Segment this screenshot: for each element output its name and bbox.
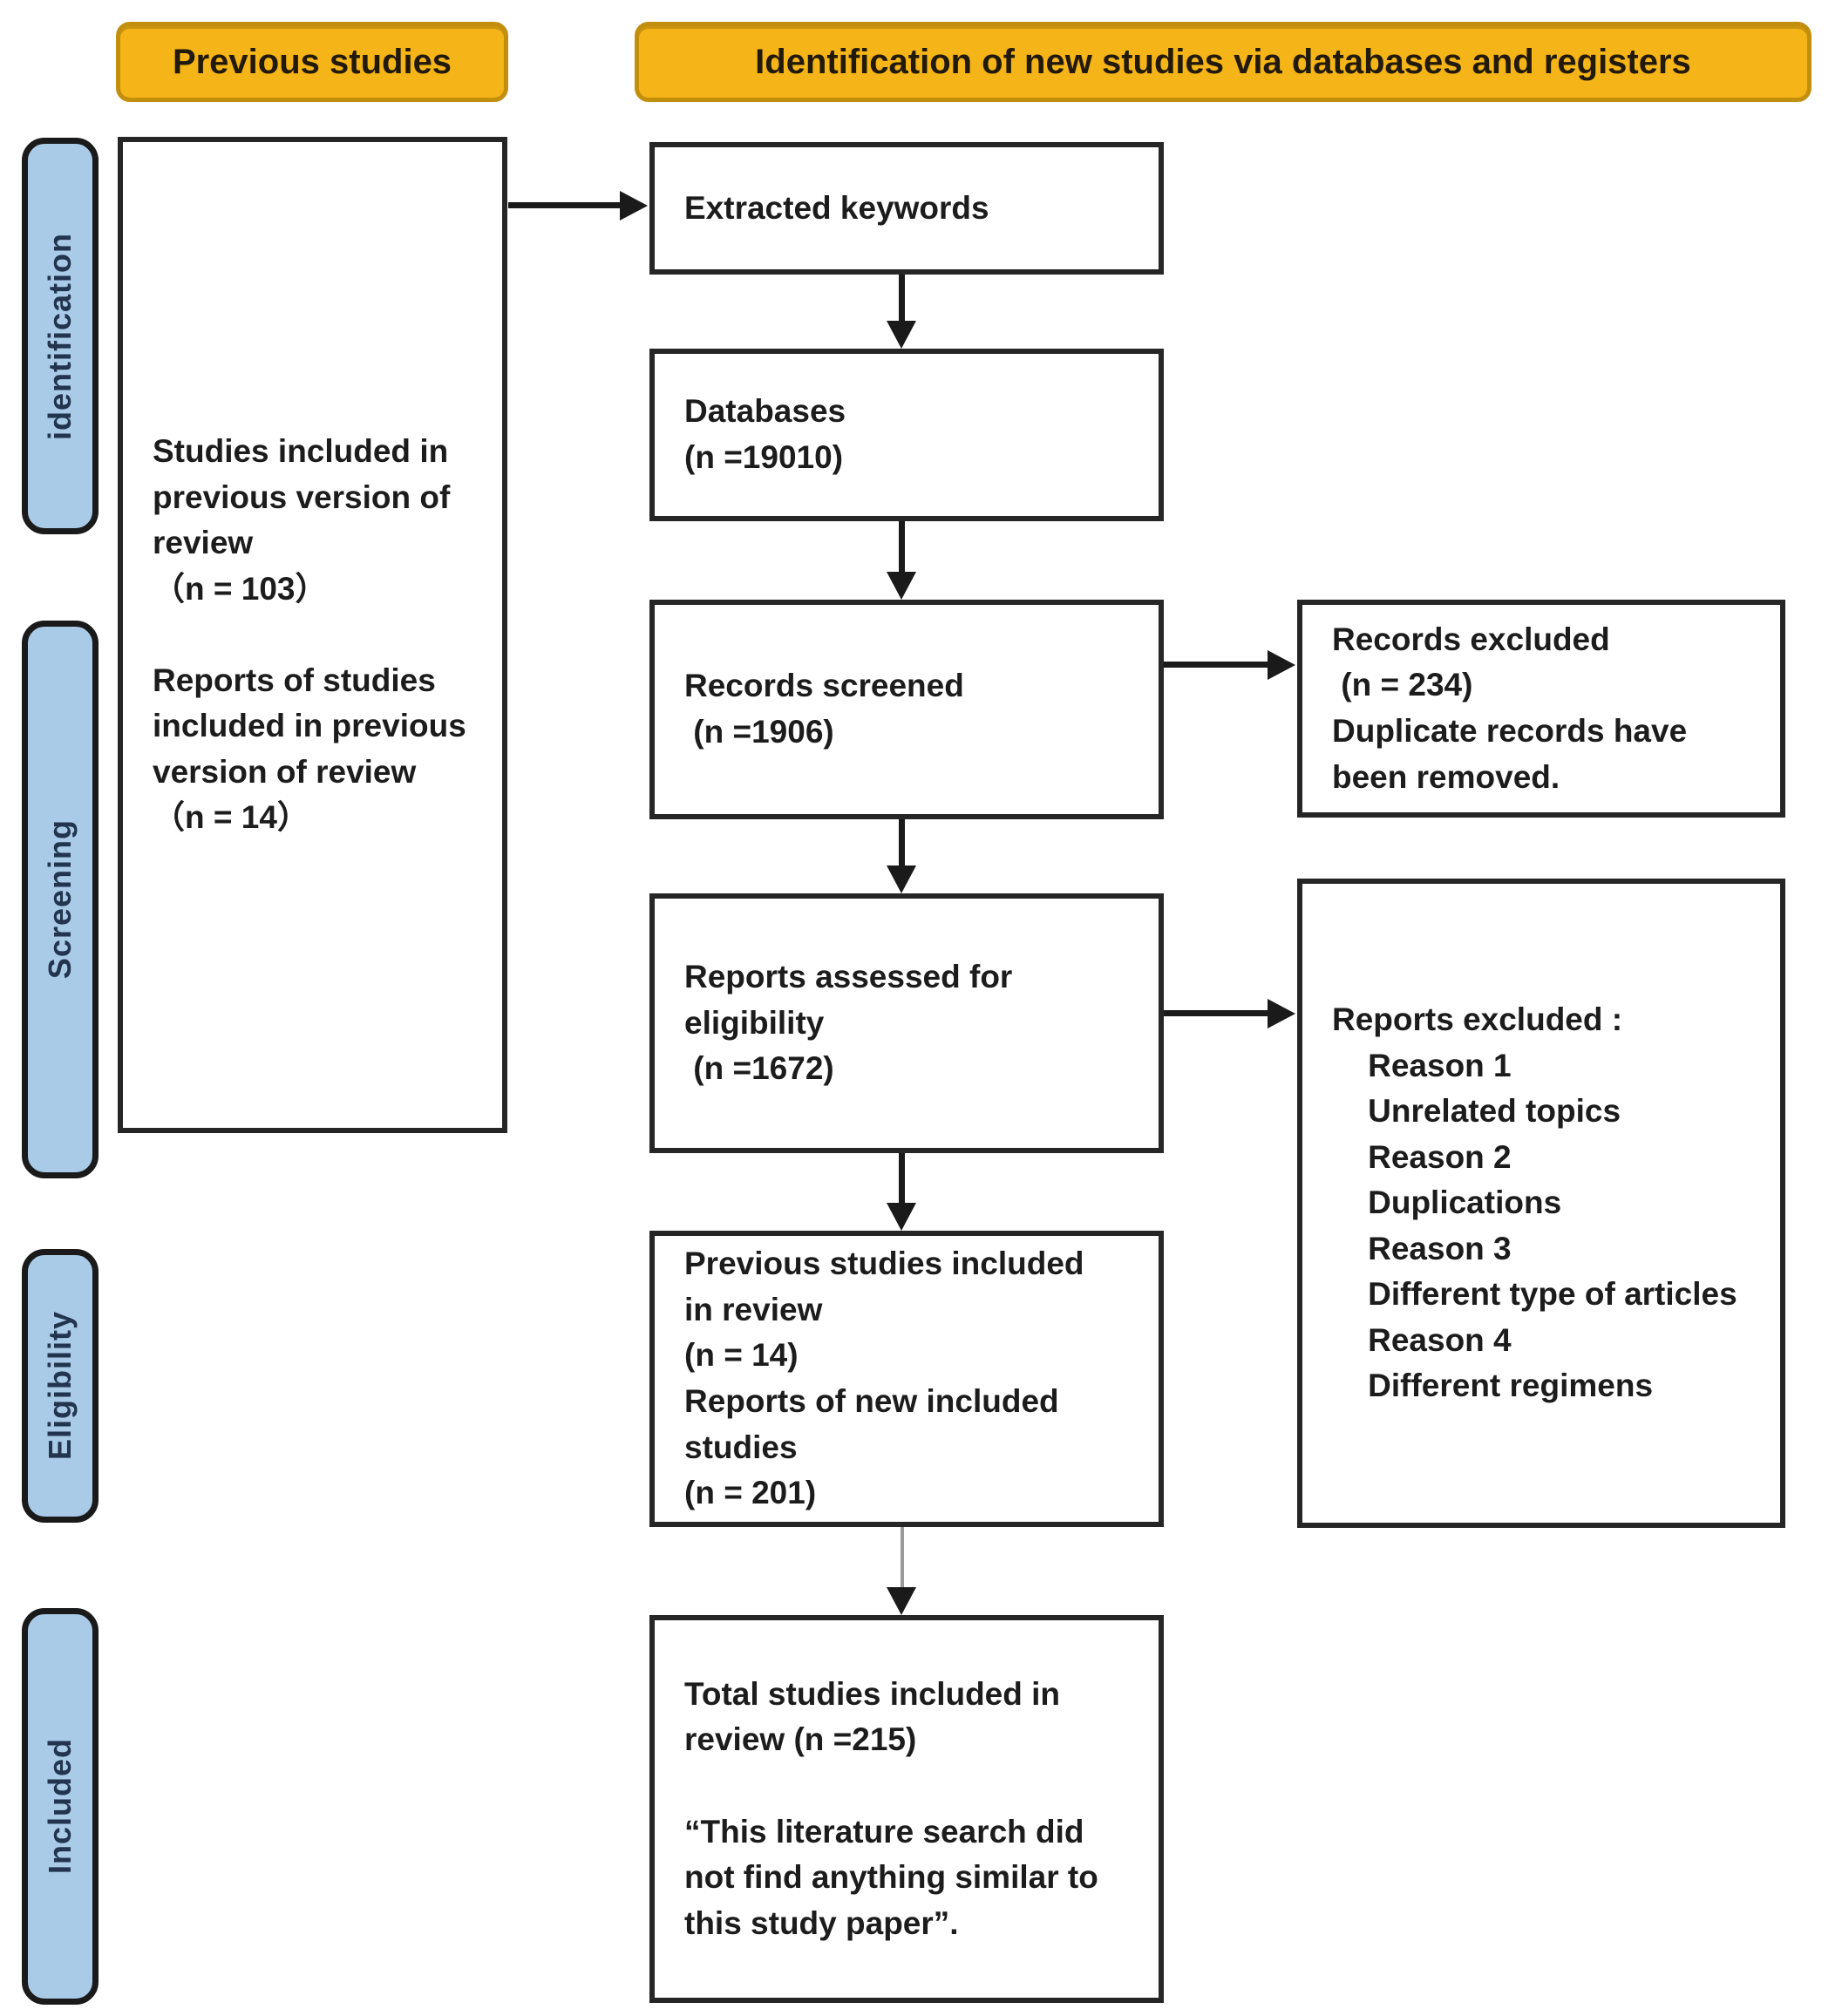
stage-identification: identification (22, 138, 99, 534)
box-previous-version-studies-text: Studies included in previous version of … (153, 433, 466, 836)
stage-screening: Screening (22, 621, 99, 1178)
box-extracted-keywords-text: Extracted keywords (684, 189, 989, 226)
arrowhead-down-icon (887, 1203, 916, 1231)
box-total-included-text: Total studies included in review (n =215… (684, 1675, 1098, 1941)
arrow-line (1164, 1010, 1269, 1016)
box-reports-excluded: Reports excluded : Reason 1 Unrelated to… (1297, 879, 1785, 1528)
box-extracted-keywords: Extracted keywords (649, 142, 1164, 275)
box-total-included: Total studies included in review (n =215… (649, 1615, 1164, 2003)
box-records-excluded-text: Records excluded (n = 234) Duplicate rec… (1332, 621, 1688, 795)
arrow-line (899, 1153, 905, 1203)
stage-included-label: Included (42, 1738, 78, 1875)
box-previous-version-studies: Studies included in previous version of … (118, 137, 507, 1133)
stage-screening-label: Screening (42, 819, 78, 980)
box-reports-excluded-text: Reports excluded : Reason 1 Unrelated to… (1332, 1001, 1737, 1404)
arrowhead-down-icon (887, 321, 916, 349)
stage-eligibility: Eligibility (22, 1249, 99, 1523)
box-records-excluded: Records excluded (n = 234) Duplicate rec… (1297, 600, 1785, 818)
header-previous-studies: Previous studies (116, 22, 508, 102)
box-records-screened: Records screened (n =1906) (649, 600, 1164, 819)
stage-identification-label: identification (42, 232, 78, 440)
box-records-screened-text: Records screened (n =1906) (684, 668, 964, 750)
arrowhead-down-icon (887, 865, 916, 893)
stage-included: Included (22, 1608, 99, 2005)
box-included-in-review-text: Previous studies included in review (n =… (684, 1246, 1084, 1511)
arrow-line (899, 521, 905, 572)
arrow-line (1164, 662, 1269, 668)
box-reports-assessed: Reports assessed for eligibility (n =167… (649, 893, 1164, 1153)
arrow-line (508, 202, 622, 208)
arrowhead-right-icon (1268, 650, 1295, 680)
arrowhead-down-icon (887, 572, 916, 600)
box-reports-assessed-text: Reports assessed for eligibility (n =167… (684, 959, 1013, 1087)
header-identification-new-studies: Identification of new studies via databa… (635, 22, 1811, 102)
arrow-line (899, 819, 905, 865)
stage-eligibility-label: Eligibility (42, 1311, 78, 1461)
arrow-line (899, 275, 905, 322)
box-databases-text: Databases (n =19010) (684, 393, 846, 475)
arrowhead-right-icon (1268, 999, 1295, 1028)
arrowhead-right-icon (620, 191, 648, 221)
arrowhead-down-icon (887, 1587, 916, 1615)
box-included-in-review: Previous studies included in review (n =… (649, 1231, 1164, 1527)
box-databases: Databases (n =19010) (649, 349, 1164, 521)
arrow-line (901, 1527, 904, 1587)
